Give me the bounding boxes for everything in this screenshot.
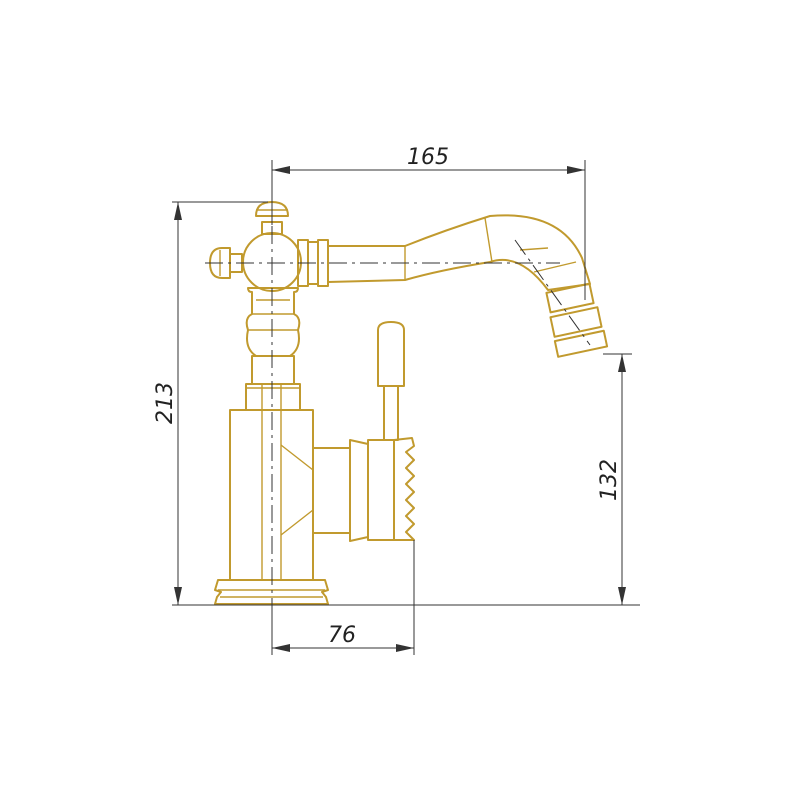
faucet-outline bbox=[209, 201, 609, 605]
spout-nozzle bbox=[545, 282, 609, 358]
dimension-label-165: 165 bbox=[407, 145, 449, 170]
lever-handle bbox=[377, 321, 405, 441]
side-connector bbox=[280, 439, 369, 542]
dimension-76 bbox=[271, 540, 415, 655]
dimension-213 bbox=[172, 201, 640, 606]
mixer-cartridge bbox=[367, 437, 415, 541]
dimension-label-213: 213 bbox=[153, 382, 178, 424]
dimension-165 bbox=[271, 160, 586, 300]
top-collar bbox=[245, 355, 301, 411]
turned-column bbox=[245, 287, 301, 357]
dimension-132 bbox=[603, 353, 632, 605]
ball-head bbox=[229, 221, 302, 292]
center-lines bbox=[205, 195, 591, 612]
dimension-label-132: 132 bbox=[597, 459, 622, 501]
spout-arm bbox=[327, 214, 591, 291]
cross-knobs bbox=[209, 201, 289, 279]
dimension-label-76: 76 bbox=[328, 623, 356, 648]
